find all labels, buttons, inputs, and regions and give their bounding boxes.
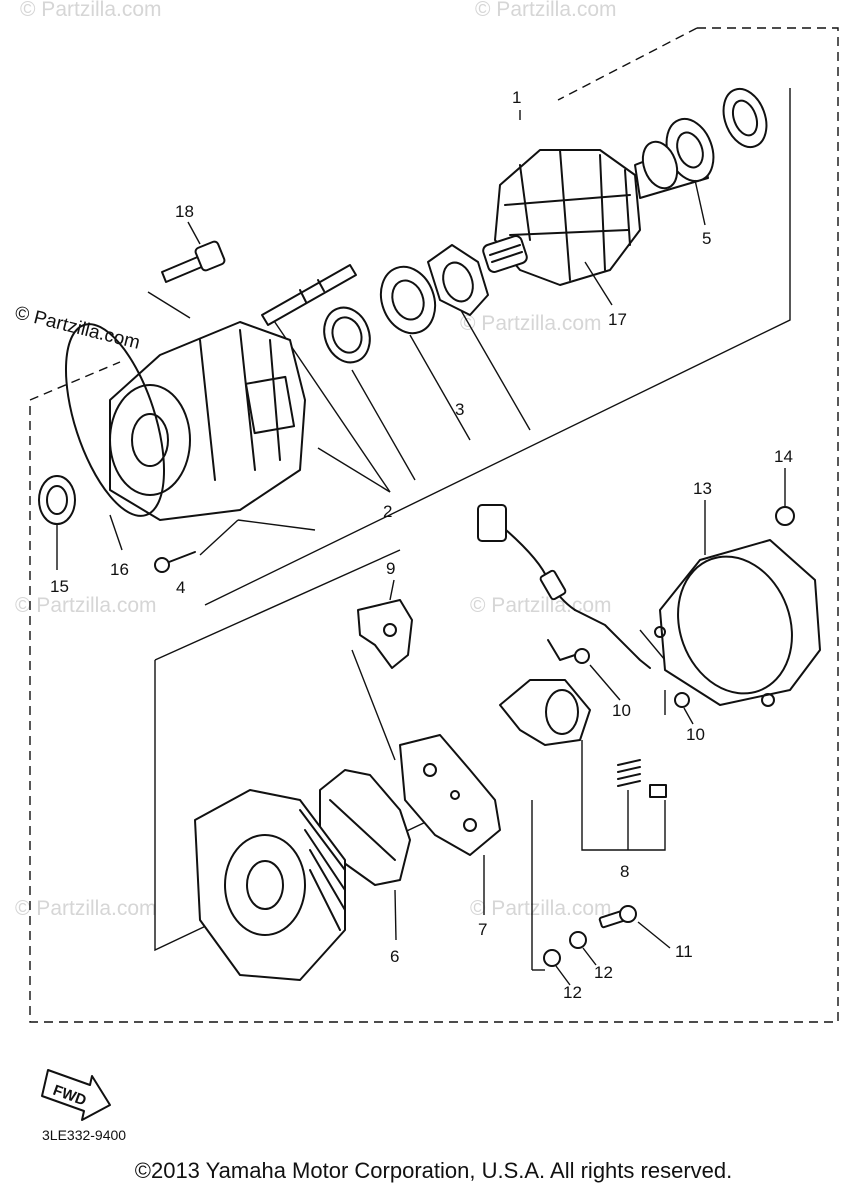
bolt-4	[154, 551, 196, 573]
callout-5: 5	[702, 229, 711, 248]
through-bolt	[261, 264, 357, 326]
front-bearing	[379, 265, 437, 335]
callout-10-right: 10	[686, 725, 705, 744]
leader-lines	[147, 88, 791, 971]
callout-3: 3	[455, 400, 464, 419]
callout-14: 13	[693, 479, 712, 498]
callout-7: 7	[478, 920, 487, 939]
rectifier	[399, 734, 501, 856]
rotor-assembly: 1	[482, 88, 709, 286]
wire-harness	[477, 504, 651, 669]
nut-15	[775, 506, 795, 526]
bearing-cover-plate	[427, 244, 489, 316]
callout-15: 14	[774, 447, 793, 466]
watermark: © Partzilla.com	[15, 897, 157, 920]
nut-13	[543, 949, 561, 967]
callout-17: 16	[110, 560, 129, 579]
bolt-19	[161, 240, 226, 283]
rear-bearing	[641, 118, 715, 190]
screw-10-right	[674, 692, 690, 708]
callout-2: 2	[383, 502, 392, 521]
regulator-clip	[357, 599, 413, 669]
o-ring	[64, 323, 166, 517]
forward-arrow-icon: FWD	[41, 1069, 111, 1121]
screw-10-upper	[547, 639, 590, 664]
watermarks: © Partzilla.com © Partzilla.com © Partzi…	[13, 0, 617, 920]
brush-holder	[499, 679, 591, 746]
watermark: © Partzilla.com	[470, 897, 612, 920]
callout-10-upper: 10	[612, 701, 631, 720]
callout-19: 18	[175, 202, 194, 221]
brush-spring-set	[617, 759, 667, 798]
callout-9: 9	[386, 559, 395, 578]
callout-1: 1	[512, 88, 521, 107]
washer	[323, 306, 371, 364]
callout-12: 12	[594, 963, 613, 982]
oil-seal	[38, 475, 76, 525]
callout-4: 4	[176, 578, 185, 597]
front-housing	[109, 321, 306, 521]
copyright-notice: ©2013 Yamaha Motor Corporation, U.S.A. A…	[134, 1158, 733, 1183]
callout-6: 6	[390, 947, 399, 966]
callout-11: 11	[675, 942, 693, 961]
watermark: © Partzilla.com	[20, 0, 162, 21]
part-code: 3LE332-9400	[42, 1127, 126, 1143]
watermark: © Partzilla.com	[470, 594, 612, 617]
rear-cover	[654, 539, 821, 707]
callout-13: 12	[563, 983, 582, 1002]
callout-18: 17	[608, 310, 627, 329]
watermark: © Partzilla.com	[475, 0, 617, 21]
washer-12	[569, 931, 587, 949]
rear-housing	[194, 789, 346, 981]
watermark: © Partzilla.com	[460, 312, 602, 335]
callout-8: 8	[620, 862, 629, 881]
rear-seal	[722, 87, 768, 149]
screw-11	[598, 905, 637, 929]
rotor-boundary-top	[557, 27, 698, 101]
watermark: © Partzilla.com	[15, 594, 157, 617]
callout-16: 15	[50, 577, 69, 596]
assembly-boundary	[29, 27, 839, 1023]
